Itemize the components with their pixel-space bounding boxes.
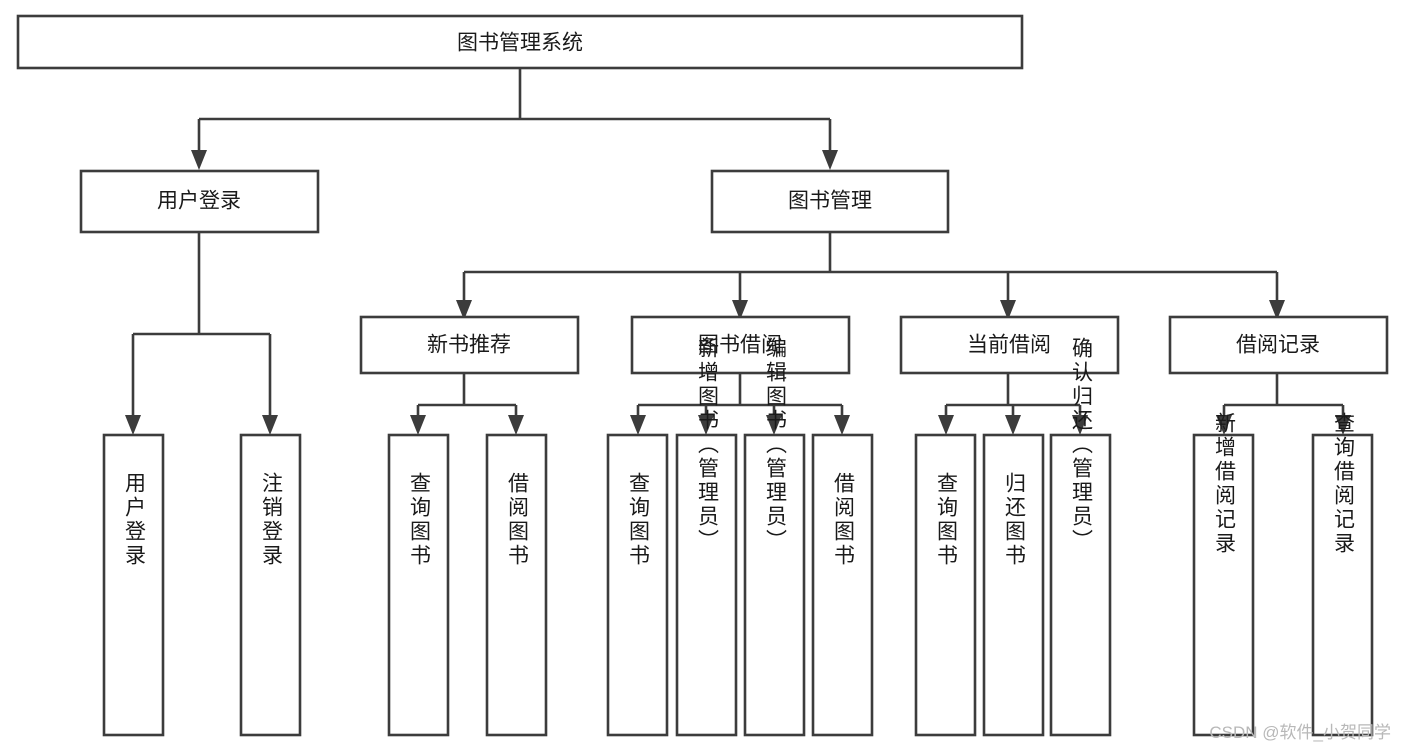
arrow-head-book-borrow: [732, 300, 748, 320]
arrow-head-leaf-query-book-3: [938, 415, 954, 435]
node-borrow-record[interactable]: 借阅记录: [1168, 315, 1389, 375]
node-new-book-rec-label: 新书推荐: [427, 334, 511, 357]
arrow-head-leaf-query-record: [1335, 415, 1351, 435]
node-root-box[interactable]: [16, 14, 1024, 70]
node-leaf-add-record-label: 新增借阅记录: [1213, 412, 1237, 556]
node-borrow-record-label: 借阅记录: [1236, 334, 1320, 357]
arrow-head-borrow-record: [1269, 300, 1285, 320]
arrow-head-leaf-user-login: [125, 415, 141, 435]
arrow-head-leaf-return-book: [1005, 415, 1021, 435]
arrow-head-leaf-query-book-1: [410, 415, 426, 435]
node-leaf-edit-book[interactable]: 编辑图书（管理员）: [743, 337, 806, 737]
node-leaf-query-record-label: 查询借阅记录: [1332, 412, 1356, 556]
node-leaf-query-book-2[interactable]: 查询图书: [606, 433, 669, 737]
arrow-head-leaf-edit-book: [766, 415, 782, 435]
arrow-head-leaf-borrow-book-1: [508, 415, 524, 435]
node-leaf-logout-label: 注销登录: [260, 472, 284, 568]
node-user-login[interactable]: 用户登录: [79, 169, 320, 234]
arrow-head-user-login: [191, 150, 207, 170]
arrow-head-leaf-query-book-2: [630, 415, 646, 435]
node-leaf-borrow-book-1[interactable]: 借阅图书: [485, 433, 548, 737]
node-leaf-logout[interactable]: 注销登录: [239, 433, 302, 737]
node-user-login-label: 用户登录: [157, 190, 241, 213]
node-current-borrow[interactable]: 当前借阅: [899, 315, 1120, 375]
node-leaf-query-book-3-box[interactable]: [914, 433, 977, 737]
node-leaf-confirm-return[interactable]: 确认归还（管理员）: [1049, 337, 1112, 737]
node-new-book-rec-box[interactable]: [359, 315, 580, 375]
node-leaf-return-book-box[interactable]: [982, 433, 1045, 737]
node-leaf-user-login-box[interactable]: [102, 433, 165, 737]
node-leaf-edit-book-box[interactable]: [743, 433, 806, 737]
node-leaf-query-book-1[interactable]: 查询图书: [387, 433, 450, 737]
node-leaf-add-book-label: 新增图书（管理员）: [696, 337, 720, 553]
node-leaf-query-record[interactable]: 查询借阅记录: [1311, 412, 1374, 737]
node-book-borrow-label: 图书借阅: [698, 334, 782, 357]
arrow-head-leaf-borrow-book-2: [834, 415, 850, 435]
node-leaf-query-book-1-label: 查询图书: [408, 472, 432, 568]
arrow-head-leaf-add-book: [698, 415, 714, 435]
node-leaf-borrow-book-1-box[interactable]: [485, 433, 548, 737]
node-current-borrow-label: 当前借阅: [967, 334, 1051, 357]
node-borrow-record-box[interactable]: [1168, 315, 1389, 375]
node-leaf-logout-box[interactable]: [239, 433, 302, 737]
node-user-login-box[interactable]: [79, 169, 320, 234]
node-book-borrow-box[interactable]: [630, 315, 851, 375]
node-leaf-user-login-label: 用户登录: [123, 472, 147, 568]
node-leaf-return-book-label: 归还图书: [1003, 472, 1027, 568]
node-leaf-confirm-return-label: 确认归还（管理员）: [1070, 337, 1094, 553]
node-current-borrow-box[interactable]: [899, 315, 1120, 375]
node-leaf-add-book-box[interactable]: [675, 433, 738, 737]
arrow-head-book-manage: [822, 150, 838, 170]
node-new-book-rec[interactable]: 新书推荐: [359, 315, 580, 375]
node-leaf-return-book[interactable]: 归还图书: [982, 433, 1045, 737]
node-leaf-query-book-2-label: 查询图书: [627, 472, 651, 568]
node-leaf-add-record[interactable]: 新增借阅记录: [1192, 412, 1255, 737]
node-leaf-query-book-1-box[interactable]: [387, 433, 450, 737]
arrow-head-current-borrow: [1000, 300, 1016, 320]
node-leaf-add-book[interactable]: 新增图书（管理员）: [675, 337, 738, 737]
node-leaf-add-record-box[interactable]: [1192, 433, 1255, 737]
node-leaf-user-login[interactable]: 用户登录: [102, 433, 165, 737]
node-leaf-query-book-3[interactable]: 查询图书: [914, 433, 977, 737]
csdn-watermark: CSDN @软件_小贺同学: [1209, 723, 1391, 742]
node-root-label: 图书管理系统: [457, 32, 583, 55]
node-book-manage[interactable]: 图书管理: [710, 169, 950, 234]
node-book-borrow[interactable]: 图书借阅: [630, 315, 851, 375]
node-leaf-edit-book-label: 编辑图书（管理员）: [764, 337, 788, 553]
arrow-head-leaf-add-record: [1216, 415, 1232, 435]
node-book-manage-label: 图书管理: [788, 190, 872, 213]
arrow-head-leaf-logout: [262, 415, 278, 435]
node-leaf-borrow-book-2-label: 借阅图书: [832, 472, 856, 568]
node-leaf-confirm-return-box[interactable]: [1049, 433, 1112, 737]
arrow-head-leaf-confirm-return: [1072, 415, 1088, 435]
node-leaf-query-record-box[interactable]: [1311, 433, 1374, 737]
node-leaf-query-book-2-box[interactable]: [606, 433, 669, 737]
node-root[interactable]: 图书管理系统: [16, 14, 1024, 70]
node-leaf-borrow-book-2[interactable]: 借阅图书: [811, 433, 874, 737]
node-book-manage-box[interactable]: [710, 169, 950, 234]
connector-layer: [125, 68, 1351, 435]
node-leaf-borrow-book-1-label: 借阅图书: [506, 472, 530, 568]
arrow-head-new-book-rec: [456, 300, 472, 320]
node-leaf-borrow-book-2-box[interactable]: [811, 433, 874, 737]
node-leaf-query-book-3-label: 查询图书: [935, 472, 959, 568]
